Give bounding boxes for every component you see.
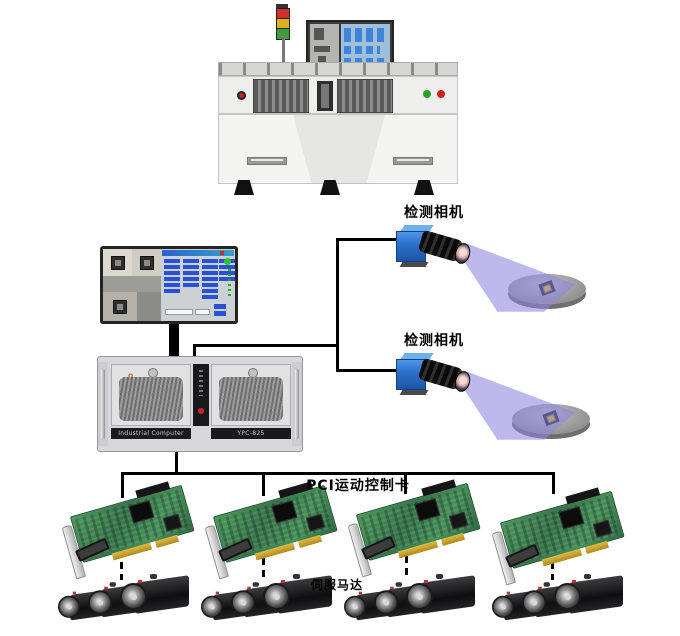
machine-green-button — [423, 90, 431, 98]
machine-top-rail — [218, 62, 458, 76]
servo-motor-label: 伺服马达 — [310, 578, 363, 592]
power-button — [198, 408, 204, 414]
cable-pc-to-camera-trunk-h — [193, 344, 339, 347]
cable-camera-trunk — [336, 238, 339, 372]
chassis-label-left: Industrial Computer — [111, 428, 191, 439]
machine-foot — [234, 180, 254, 195]
ic-image-thumbnail — [110, 255, 125, 270]
ic-image-thumbnail — [139, 255, 154, 270]
bus-drop-card-2 — [262, 472, 265, 496]
vision-image-panel — [103, 249, 162, 321]
industrial-computer: Q Industrial Computer YPC-825 — [97, 356, 303, 452]
tower-light-cap — [276, 4, 288, 8]
dashed-card-to-servo-4 — [551, 550, 554, 580]
camera-mount — [399, 390, 429, 395]
ui-input-field — [195, 309, 211, 315]
servo-motor-group-3 — [344, 574, 475, 636]
ui-input-field — [165, 309, 194, 315]
machine-left-slot — [247, 157, 287, 165]
rack-handle-right — [295, 369, 299, 439]
inspection-machine — [218, 4, 458, 196]
front-door-right — [211, 364, 291, 426]
ui-button-column — [183, 259, 200, 287]
camera-mount — [399, 262, 429, 267]
machine-foot — [320, 180, 340, 195]
cable-to-camera-1 — [336, 238, 404, 241]
pci-card-label: PCI运动控制卡 — [306, 478, 410, 494]
tower-light-pole — [282, 34, 285, 66]
machine-estop-button — [437, 90, 445, 98]
rack-ear-right — [292, 362, 302, 446]
machine-mid-section — [218, 76, 458, 114]
vent-mesh-right — [219, 377, 283, 421]
bus-drop-card-4 — [552, 472, 555, 494]
vent-mesh-left — [119, 377, 183, 421]
ui-small-button — [214, 304, 226, 309]
chassis-label-right: YPC-825 — [211, 428, 291, 439]
pci-motion-card-3 — [346, 479, 491, 578]
operator-monitor — [100, 246, 238, 324]
servo-motor-group-1 — [58, 574, 189, 636]
pci-motion-card-2 — [203, 481, 348, 580]
ui-small-button — [214, 311, 226, 316]
front-door-left: Q — [111, 364, 191, 426]
camera-label-1: 检测相机 — [404, 205, 464, 221]
ui-title-bar — [162, 250, 234, 256]
center-control-column — [193, 364, 209, 426]
cable-monitor-stand — [169, 322, 179, 358]
inspection-camera-2 — [396, 350, 596, 450]
dashed-card-to-servo-1 — [120, 550, 123, 580]
bus-line — [121, 472, 555, 475]
bus-drop-card-3 — [404, 472, 407, 494]
machine-foot — [414, 180, 434, 195]
pci-motion-card-1 — [60, 481, 205, 580]
dashed-card-to-servo-3 — [405, 544, 408, 580]
vision-software-ui — [161, 249, 236, 321]
machine-left-button-red — [239, 93, 244, 98]
machine-module-right — [337, 79, 393, 113]
ui-status-indicator — [224, 258, 231, 265]
ui-button-column — [202, 259, 219, 299]
ui-button-column — [164, 259, 181, 293]
inspection-camera-1 — [396, 222, 596, 322]
ui-button-column — [219, 259, 236, 281]
ic-image-thumbnail — [112, 299, 127, 314]
machine-center-column — [317, 81, 333, 111]
machine-center-cover — [293, 115, 385, 183]
cable-pc-to-bus — [175, 452, 178, 474]
rack-handle-left — [101, 369, 105, 439]
pci-motion-card-4 — [490, 487, 635, 586]
camera-label-2: 检测相机 — [404, 333, 464, 349]
servo-motor-group-4 — [492, 574, 623, 636]
servo-motor-group-2 — [201, 574, 332, 636]
bus-drop-card-1 — [121, 472, 124, 498]
rack-ear-left — [98, 362, 108, 446]
ui-status-list — [228, 269, 231, 299]
machine-right-slot — [393, 157, 433, 165]
machine-module-left — [253, 79, 309, 113]
dashed-card-to-servo-2 — [262, 546, 265, 580]
brand-logo: Q — [128, 374, 140, 380]
cable-to-camera-2 — [336, 369, 406, 372]
cable-pc-to-camera-trunk-v — [193, 344, 196, 358]
machine-lower-body — [218, 114, 458, 184]
